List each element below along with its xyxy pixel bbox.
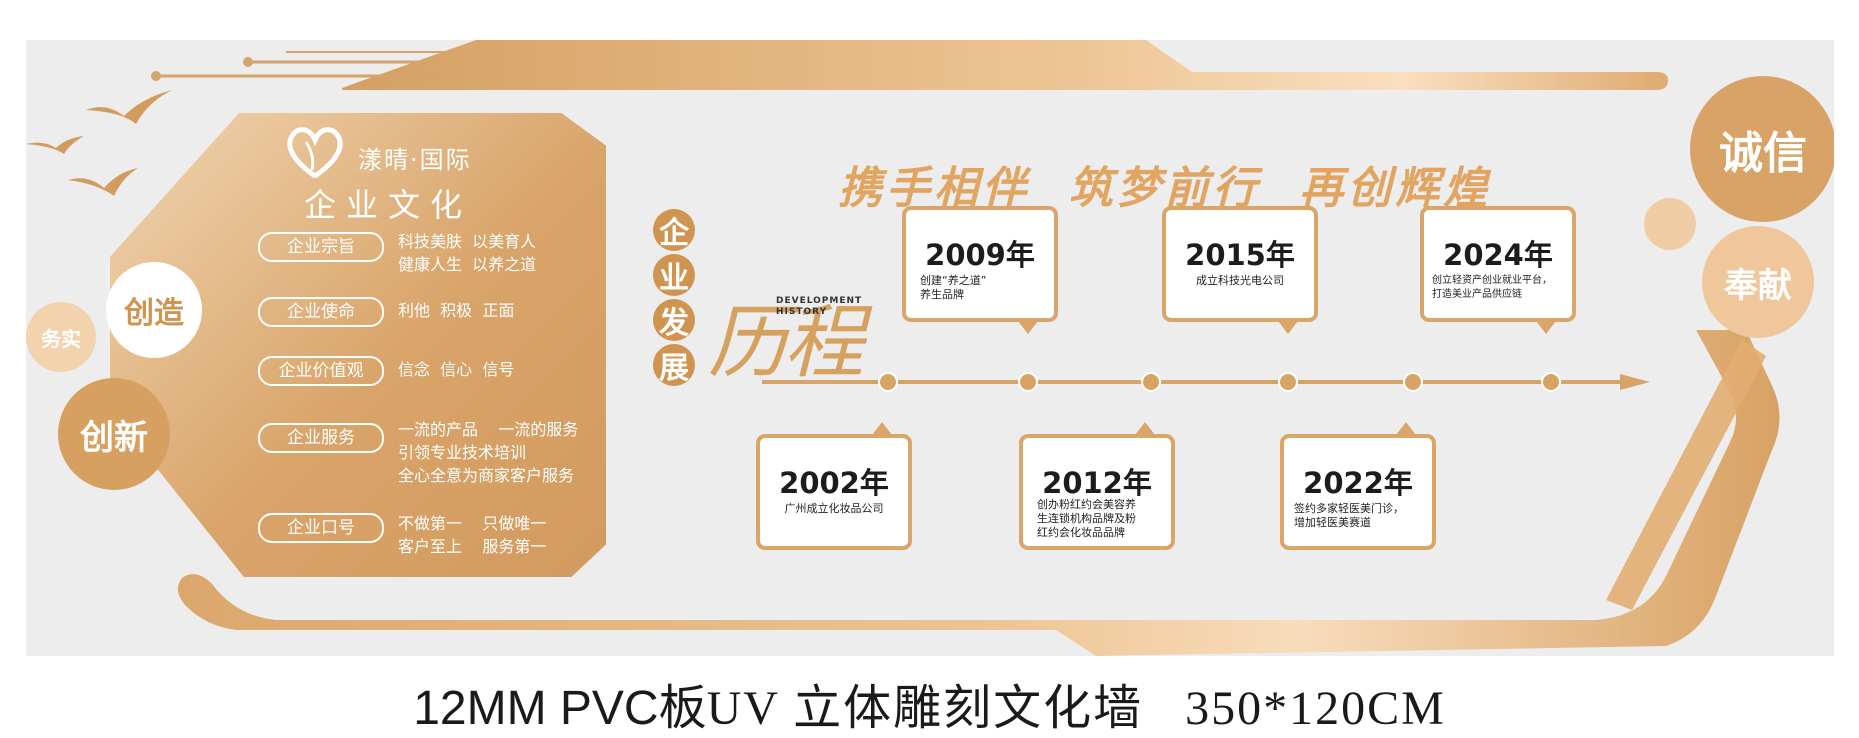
milestone-card-2015: 2015年 成立科技光电公司	[1162, 206, 1318, 334]
milestone-card-2022: 2022年 签约多家轻医美门诊， 增加轻医美赛道	[1280, 422, 1436, 550]
milestone-year: 2009年	[925, 238, 1035, 272]
milestone-desc: 成立科技光电公司	[1196, 274, 1284, 287]
milestone-year: 2022年	[1303, 466, 1413, 500]
milestone-year: 2015年	[1185, 238, 1295, 272]
value-circle-chengxin: 诚信	[1690, 76, 1834, 222]
timeline-dot	[1141, 372, 1161, 392]
timeline-dot	[878, 372, 898, 392]
culture-label-slogan: 企业口号	[258, 513, 384, 543]
timeline-dot	[1278, 372, 1298, 392]
brand-logo-icon	[287, 127, 343, 178]
value-circle-chuangzao: 创造	[106, 262, 202, 358]
brand-name: 漾晴·国际	[358, 146, 472, 174]
history-en-line2: HISTORY	[776, 307, 828, 317]
section-char-4: 展	[653, 344, 695, 386]
milestone-card-2012: 2012年 创办粉红约会美容养 生连锁机构品牌及粉 红约会化妆品品牌	[1019, 422, 1175, 550]
milestone-desc: 签约多家轻医美门诊， 增加轻医美赛道	[1294, 502, 1404, 529]
product-caption: 12MM PVC板UV 立体雕刻文化墙 350*120CM	[0, 668, 1859, 738]
milestone-desc: 创立轻资产创业就业平台， 打造美业产品供应链	[1432, 275, 1552, 300]
history-title: 历程	[708, 296, 864, 389]
milestone-desc: 创办粉红约会美容养 生连锁机构品牌及粉 红约会化妆品品牌	[1037, 498, 1136, 539]
culture-text-service: 一流的产品 一流的服务 引领专业技术培训 全心全意为商家客户服务	[398, 420, 579, 485]
history-en-line1: DEVELOPMENT	[776, 296, 863, 306]
timeline-arrow-icon	[1620, 374, 1650, 390]
culture-label-mission: 企业使命	[258, 297, 384, 327]
culture-text-mission: 利他 积极 正面	[398, 301, 515, 320]
culture-card	[110, 113, 606, 577]
slogan-title: 携手相伴 筑梦前行 再创辉煌	[838, 163, 1492, 214]
section-char-2: 业	[653, 254, 695, 296]
milestone-card-2002: 2002年 广州成立化妆品公司	[756, 422, 912, 550]
milestone-desc: 创建“养之道” 养生品牌	[920, 274, 987, 301]
milestone-desc: 广州成立化妆品公司	[784, 502, 884, 515]
culture-label-mission-purpose: 企业宗旨	[258, 232, 384, 262]
culture-label-values: 企业价值观	[258, 356, 384, 386]
milestone-pointer-icon	[1278, 321, 1298, 334]
section-char-3: 发	[653, 299, 695, 341]
timeline-dot	[1018, 372, 1038, 392]
culture-title: 企业文化	[304, 186, 473, 224]
milestone-year: 2002年	[779, 466, 889, 500]
milestone-year: 2024年	[1443, 238, 1553, 272]
culture-text-values: 信念 信心 信号	[398, 360, 515, 379]
milestone-pointer-icon	[1135, 422, 1155, 435]
value-circle-chuangxin: 创新	[58, 378, 170, 490]
culture-label-service: 企业服务	[258, 423, 384, 453]
caption-part-spec: UV 立体雕刻文化墙 350*120CM	[706, 682, 1446, 735]
milestone-card-2009: 2009年 创建“养之道” 养生品牌	[902, 206, 1058, 334]
timeline-line	[762, 380, 1622, 384]
timeline-dot	[1541, 372, 1561, 392]
milestone-pointer-icon	[1018, 321, 1038, 334]
history-en-label: DEVELOPMENT HISTORY	[776, 296, 862, 318]
milestone-pointer-icon	[872, 422, 892, 435]
value-circle-wushi: 务实	[26, 302, 96, 372]
milestone-card-2024: 2024年 创立轻资产创业就业平台， 打造美业产品供应链	[1420, 206, 1576, 334]
culture-text-purpose: 科技美肤 以美育人 健康人生 以养之道	[398, 232, 537, 274]
milestone-pointer-icon	[1536, 321, 1556, 334]
culture-text-slogan: 不做第一 只做唯一 客户至上 服务第一	[398, 514, 547, 556]
milestone-pointer-icon	[1396, 422, 1416, 435]
culture-wall-panel: 漾晴·国际 企业文化 企业宗旨 科技美肤 以美育人 健康人生 以养之道 企业使命…	[26, 40, 1834, 656]
milestone-year: 2012年	[1042, 466, 1152, 500]
timeline-dot	[1403, 372, 1423, 392]
value-circle-fengxian: 奉献	[1702, 226, 1814, 338]
caption-part-material: 12MM PVC板	[413, 682, 707, 735]
section-char-1: 企	[653, 209, 695, 251]
